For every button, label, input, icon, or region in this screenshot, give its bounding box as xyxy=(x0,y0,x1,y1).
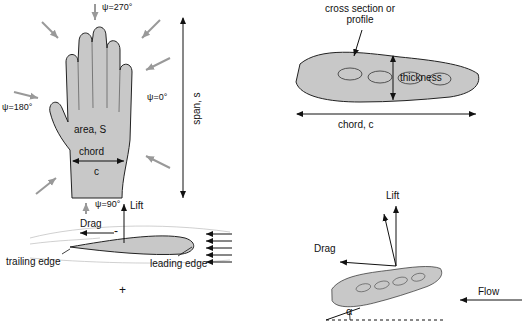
label: trailing edge xyxy=(6,256,60,267)
label: Drag xyxy=(80,218,102,229)
label: α xyxy=(346,306,352,317)
label: - xyxy=(114,226,118,237)
label: span, s xyxy=(191,92,202,124)
label: Lift xyxy=(386,190,399,201)
label: ψ=270° xyxy=(102,2,132,13)
label: chord, c xyxy=(338,119,374,130)
label: thickness xyxy=(400,72,442,83)
label: area, S xyxy=(74,124,106,135)
label: Lift xyxy=(130,200,143,211)
label: + xyxy=(119,285,126,296)
label: c xyxy=(94,166,99,177)
label: leading edge xyxy=(150,258,207,269)
label: ψ=90° xyxy=(95,199,120,210)
label: ψ=0° xyxy=(147,92,167,103)
label: Drag xyxy=(314,243,336,254)
label: chord xyxy=(79,146,104,157)
label: Flow xyxy=(478,286,499,297)
label: ψ=180° xyxy=(2,102,32,113)
label: cross section or profile xyxy=(318,3,402,25)
